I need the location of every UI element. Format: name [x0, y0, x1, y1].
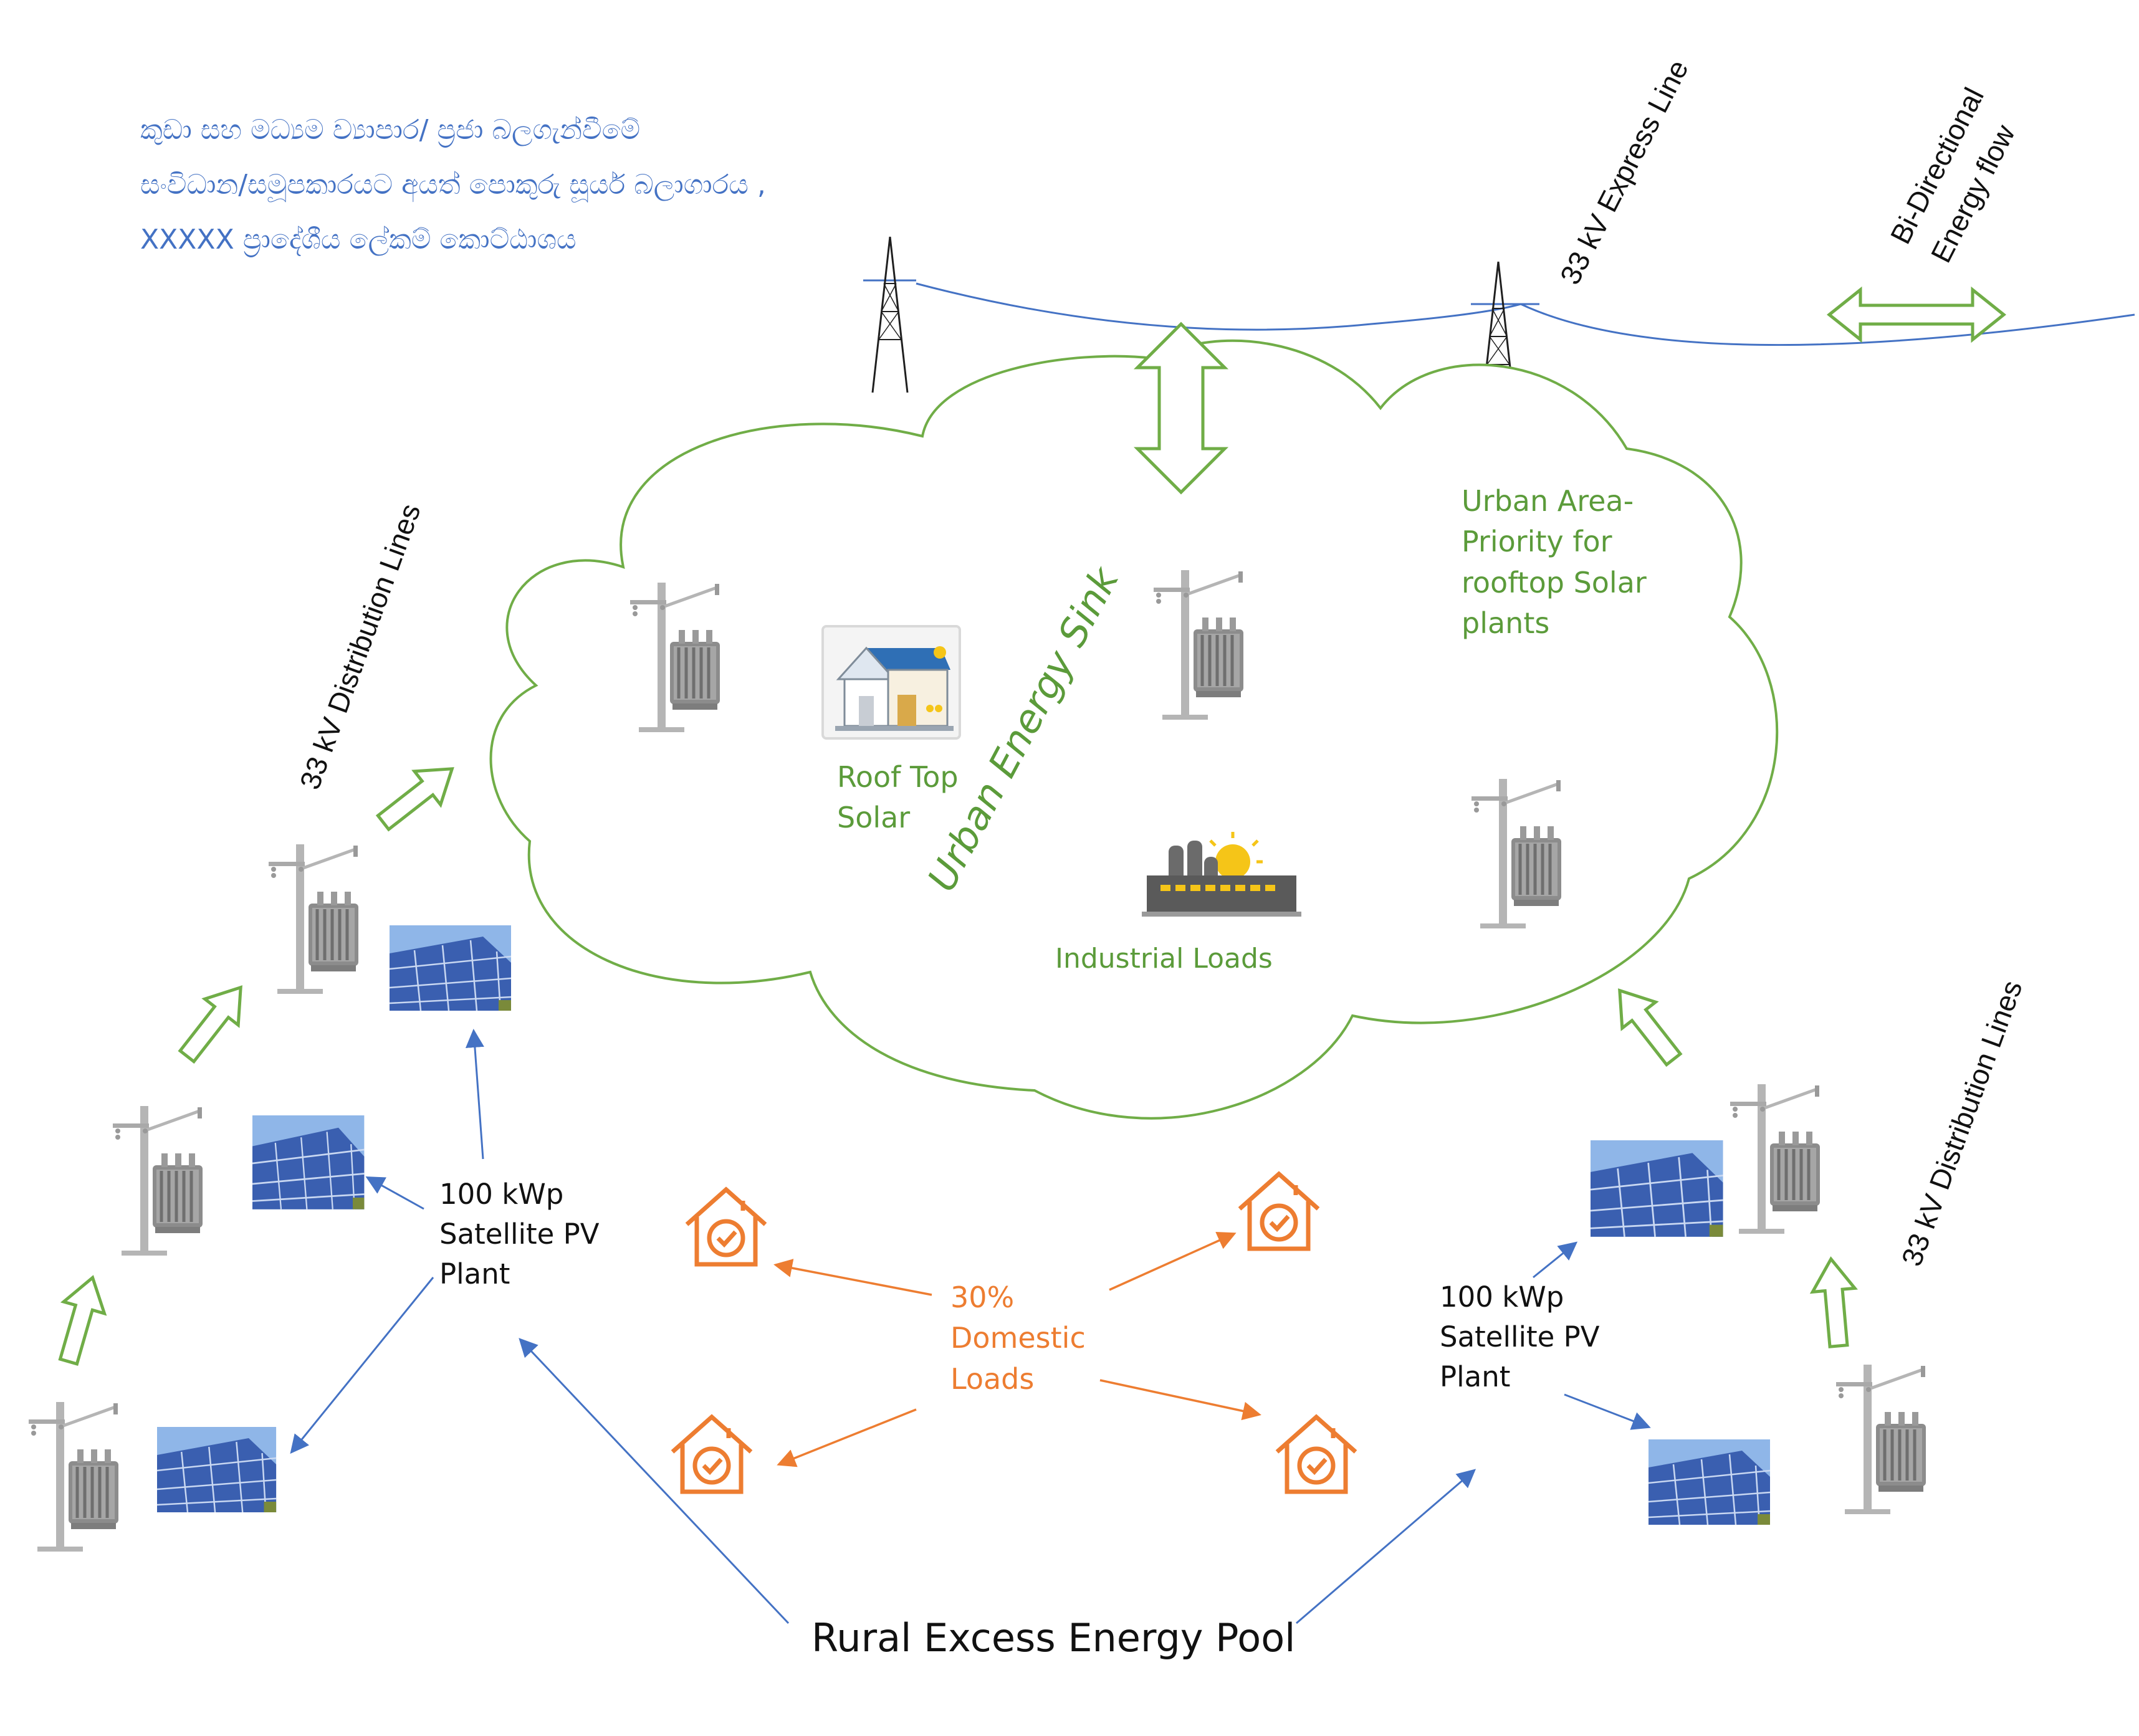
domestic-line: 30%: [950, 1281, 1015, 1314]
pole-transformer-icon: [113, 1106, 203, 1256]
cloud-bidirectional-arrow: [1133, 322, 1229, 495]
pv-plant-right-label: 100 kWp Satellite PV Plant: [1440, 1277, 1600, 1397]
heading-line-1: කුඩා සහ මධ්‍යම ව්‍යාපාර/ ප්‍රජා බලගැන්වී…: [140, 114, 641, 146]
solar-panel-icon: [388, 924, 512, 1012]
solar-panel-icon: [1647, 1438, 1771, 1526]
express-line-label: 33 kV Express Line: [1554, 55, 1695, 290]
energy-flow-arrows: [290, 1029, 1651, 1624]
transmission-tower-icon: [871, 236, 909, 394]
pv-left-line: 100 kWp: [439, 1178, 564, 1211]
urban-area-line: Priority for: [1462, 525, 1612, 559]
urban-area-label: Urban Area- Priority for rooftop Solar p…: [1462, 481, 1647, 644]
domestic-loads-label: 30% Domestic Loads: [950, 1277, 1086, 1400]
home-check-icon: [672, 1417, 751, 1492]
urban-area-line: plants: [1462, 606, 1550, 640]
bidirectional-arrow: [1826, 286, 2007, 343]
heading-line-3: XXXXX ප්‍රාදේශීය ලේකම් කොට්ඨාශය: [140, 224, 577, 255]
feed-arrow: [1603, 978, 1690, 1072]
feed-arrow: [1810, 1257, 1860, 1348]
pv-right-line: Plant: [1440, 1360, 1511, 1393]
factory-icon: [1142, 832, 1301, 917]
pole-transformer-icon: [29, 1402, 118, 1552]
pv-left-line: Satellite PV: [439, 1217, 600, 1251]
home-check-icon: [687, 1190, 765, 1264]
rural-energy-pool-label: Rural Excess Energy Pool: [811, 1615, 1296, 1661]
home-check-icon: [1277, 1417, 1356, 1492]
roof-top-line: Solar: [837, 801, 911, 835]
solar-panel-icon: [1589, 1139, 1724, 1238]
home-check-icon: [1240, 1174, 1318, 1249]
roof-top-solar-label: Roof Top Solar: [837, 757, 959, 839]
dist-lines-left-label: 33 kV Distribution Lines: [294, 500, 427, 794]
feed-arrow: [48, 1272, 113, 1367]
heading-line-2: සංවිධාන/සමූපකාරයට අයත් පොකුරු සූර්ය බලාග…: [140, 169, 766, 201]
urban-area-line: rooftop Solar: [1462, 565, 1647, 599]
pole-transformer-icon: [1836, 1365, 1926, 1514]
urban-cloud: [489, 339, 1779, 1120]
pole-transformer-icon: [1730, 1084, 1820, 1234]
roof-top-line: Roof Top: [837, 760, 959, 794]
solar-panel-icon: [156, 1426, 277, 1514]
pv-right-line: Satellite PV: [1440, 1320, 1600, 1353]
domestic-line: Loads: [950, 1362, 1035, 1396]
industrial-loads-label: Industrial Loads: [1055, 943, 1273, 975]
pv-plant-left-label: 100 kWp Satellite PV Plant: [439, 1175, 600, 1294]
house-solar-icon: [821, 625, 961, 740]
solar-panel-icon: [251, 1114, 365, 1211]
express-line-wires: [863, 279, 2135, 346]
domestic-line: Domestic: [950, 1321, 1086, 1355]
urban-area-line: Urban Area-: [1462, 484, 1634, 518]
pv-left-line: Plant: [439, 1257, 510, 1290]
feed-arrow: [170, 975, 257, 1069]
organisation-heading: කුඩා සහ මධ්‍යම ව්‍යාපාර/ ප්‍රජා බලගැන්වී…: [140, 103, 766, 267]
dist-lines-right-label: 33 kV Distribution Lines: [1895, 976, 2029, 1271]
pv-right-line: 100 kWp: [1440, 1281, 1564, 1314]
feed-arrow: [370, 752, 465, 839]
domestic-load-arrows: [773, 1231, 1261, 1467]
pole-transformer-icon: [269, 844, 358, 994]
